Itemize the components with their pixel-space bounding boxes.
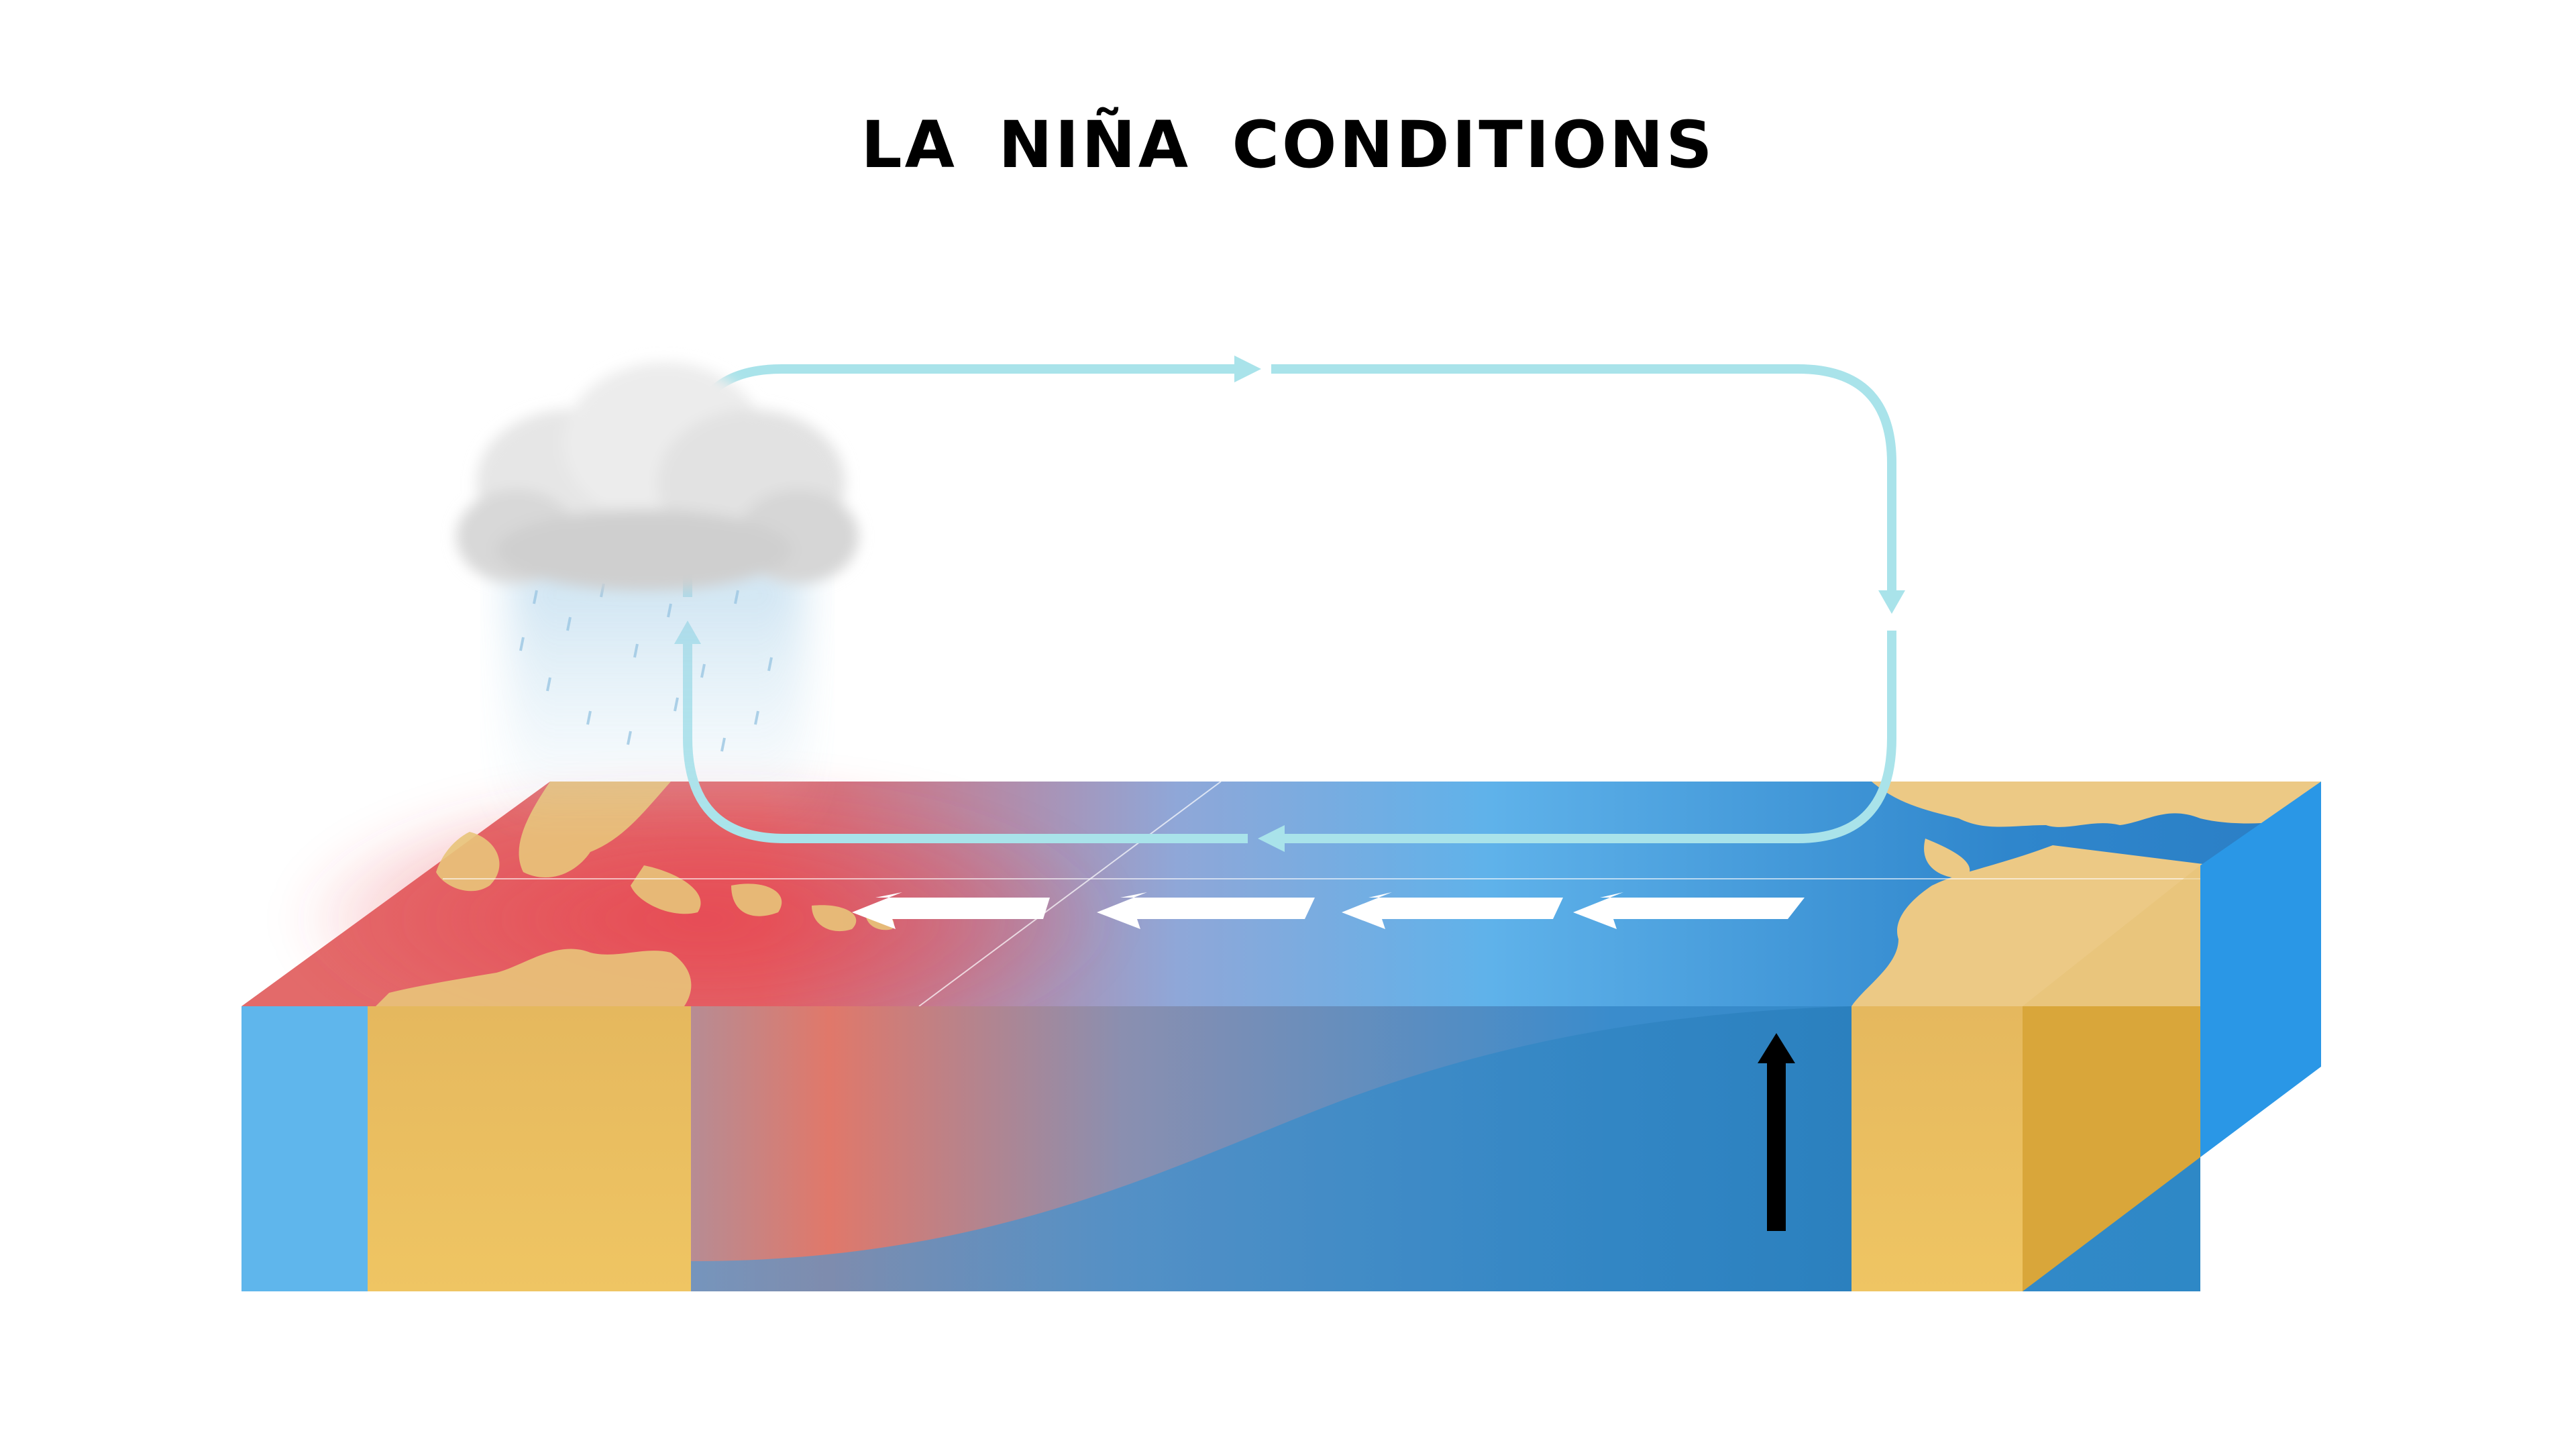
cloud-icon <box>456 362 859 590</box>
thermocline <box>691 1006 1851 1291</box>
side-face-land <box>2023 1006 2200 1291</box>
date-line <box>918 781 1222 1007</box>
rain-icon <box>510 557 805 812</box>
upwelling-arrow-icon <box>1758 1033 1795 1231</box>
side-face-land-top <box>2023 865 2200 1006</box>
walker-circulation <box>683 364 1896 843</box>
circulation-arrow-icon <box>674 356 1905 852</box>
side-face-ocean <box>2200 782 2321 1157</box>
trade-wind-arrow-icon <box>1573 892 1805 929</box>
trade-wind-arrow-icon <box>1342 892 1563 929</box>
western-land-block <box>368 1006 691 1291</box>
trade-wind-arrow-icon <box>1097 892 1315 929</box>
trade-wind-arrow-icon <box>852 892 1050 929</box>
trade-winds <box>852 892 1805 929</box>
page-title: LA NIÑA CONDITIONS <box>861 107 1715 182</box>
eastern-land-block <box>1851 1006 2023 1291</box>
western-landmass <box>376 782 894 1006</box>
